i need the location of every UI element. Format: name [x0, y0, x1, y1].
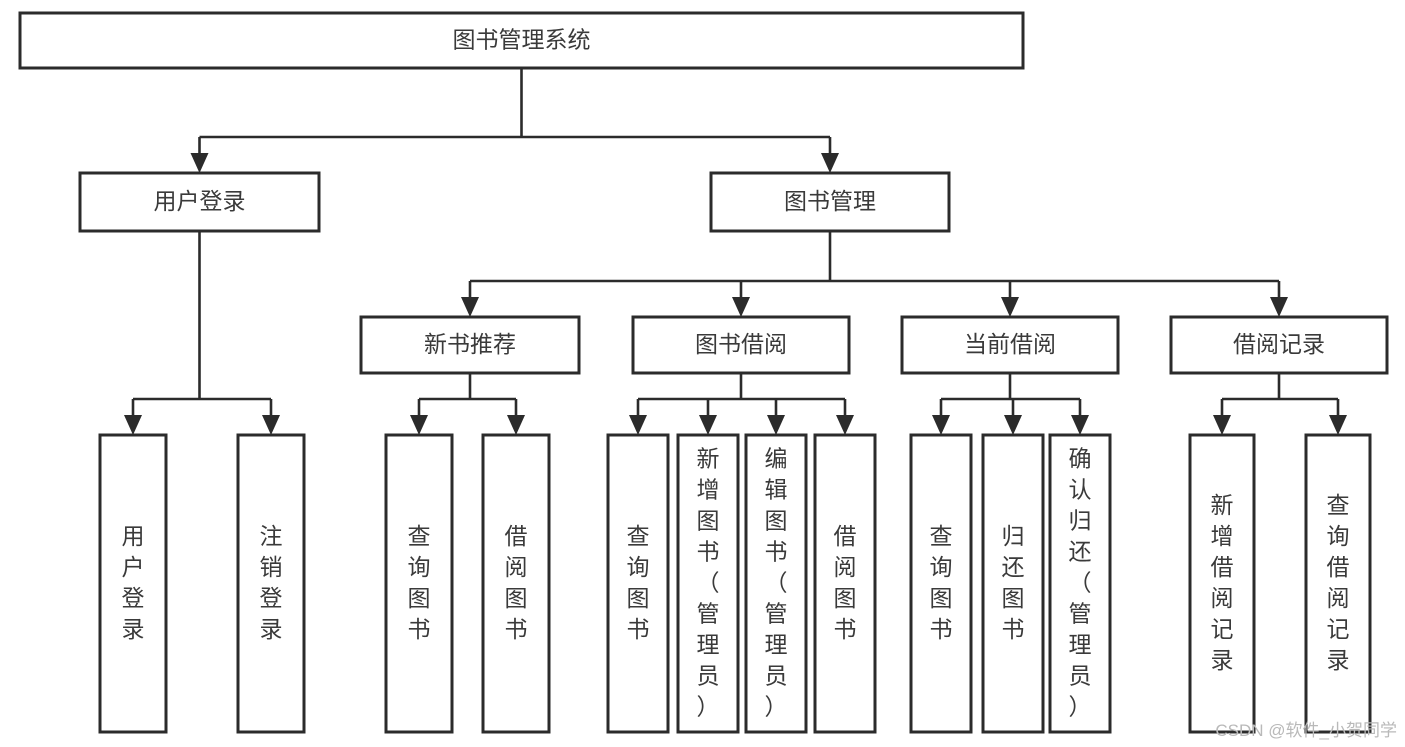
edge-group-user-login	[124, 231, 280, 435]
node-label-leaf-add-book: 新增图书（管理员）	[697, 446, 720, 720]
node-box-new-book-rec[interactable]	[359, 315, 581, 375]
node-label-leaf-query-book-1: 查询图书	[408, 523, 431, 642]
node-label-leaf-borrow-book-1: 借阅图书	[505, 523, 528, 642]
arrow-head-icon	[767, 415, 785, 435]
arrow-head-icon	[1270, 297, 1288, 317]
node-leaf-add-book[interactable]: 新增图书（管理员）	[676, 433, 740, 734]
edge-group-current-borrow	[932, 373, 1089, 435]
node-leaf-add-record[interactable]: 新增借阅记录	[1188, 433, 1256, 734]
node-box-root[interactable]	[18, 11, 1025, 70]
node-borrow-record[interactable]: 借阅记录	[1169, 315, 1389, 375]
node-label-leaf-add-record: 新增借阅记录	[1211, 492, 1234, 673]
node-label-leaf-edit-book: 编辑图书（管理员）	[765, 446, 788, 720]
node-box-leaf-query-book-3[interactable]	[909, 433, 973, 734]
node-book-borrow[interactable]: 图书借阅	[631, 315, 851, 375]
node-box-user-login[interactable]	[78, 171, 321, 233]
node-leaf-query-book-1[interactable]: 查询图书	[384, 433, 454, 734]
node-label-borrow-record: 借阅记录	[1233, 331, 1325, 357]
node-label-new-book-rec: 新书推荐	[424, 331, 516, 357]
node-label-leaf-logout: 注销登录	[260, 523, 283, 642]
node-box-current-borrow[interactable]	[900, 315, 1120, 375]
arrow-head-icon	[699, 415, 717, 435]
arrow-head-icon	[1004, 415, 1022, 435]
arrow-head-icon	[1071, 415, 1089, 435]
arrow-head-icon	[410, 415, 428, 435]
edge-group-borrow-record	[1213, 373, 1347, 435]
node-label-leaf-borrow-book-2: 借阅图书	[834, 523, 857, 642]
node-box-leaf-borrow-book-1[interactable]	[481, 433, 551, 734]
node-box-borrow-record[interactable]	[1169, 315, 1389, 375]
node-new-book-rec[interactable]: 新书推荐	[359, 315, 581, 375]
node-box-book-manage[interactable]	[709, 171, 951, 233]
node-box-leaf-return-book[interactable]	[981, 433, 1045, 734]
connector-layer	[124, 68, 1347, 435]
node-box-leaf-add-book[interactable]	[676, 433, 740, 734]
arrow-head-icon	[461, 297, 479, 317]
node-leaf-query-book-2[interactable]: 查询图书	[606, 433, 670, 734]
node-label-leaf-query-book-3: 查询图书	[930, 523, 953, 642]
node-label-book-manage: 图书管理	[784, 188, 876, 214]
arrow-head-icon	[836, 415, 854, 435]
node-leaf-borrow-book-2[interactable]: 借阅图书	[813, 433, 877, 734]
node-box-leaf-borrow-book-2[interactable]	[813, 433, 877, 734]
node-leaf-logout[interactable]: 注销登录	[236, 433, 306, 734]
arrow-head-icon	[124, 415, 142, 435]
edge-group-book-manage	[461, 231, 1288, 317]
node-leaf-confirm-return[interactable]: 确认归还（管理员）	[1048, 433, 1112, 734]
edge-group-new-book-rec	[410, 373, 525, 435]
arrow-head-icon	[821, 153, 839, 173]
node-label-book-borrow: 图书借阅	[695, 331, 787, 357]
node-box-leaf-logout[interactable]	[236, 433, 306, 734]
watermark-label: CSDN @软件_小贺同学	[1215, 721, 1397, 740]
node-label-leaf-query-record: 查询借阅记录	[1327, 492, 1350, 673]
arrow-head-icon	[190, 153, 209, 173]
node-box-leaf-user-login[interactable]	[98, 433, 168, 734]
arrow-head-icon	[262, 415, 280, 435]
node-label-leaf-return-book: 归还图书	[1002, 523, 1025, 642]
node-label-leaf-confirm-return: 确认归还（管理员）	[1069, 446, 1092, 720]
node-label-root: 图书管理系统	[453, 27, 591, 53]
node-leaf-return-book[interactable]: 归还图书	[981, 433, 1045, 734]
node-box-leaf-query-record[interactable]	[1304, 433, 1372, 734]
node-label-leaf-user-login: 用户登录	[122, 523, 145, 642]
edge-group-root	[190, 68, 839, 173]
node-label-user-login: 用户登录	[154, 188, 246, 214]
node-leaf-edit-book[interactable]: 编辑图书（管理员）	[744, 433, 808, 734]
arrow-head-icon	[732, 297, 750, 317]
node-leaf-borrow-book-1[interactable]: 借阅图书	[481, 433, 551, 734]
node-box-leaf-confirm-return[interactable]	[1048, 433, 1112, 734]
node-book-manage[interactable]: 图书管理	[709, 171, 951, 233]
arrow-head-icon	[932, 415, 950, 435]
node-user-login[interactable]: 用户登录	[78, 171, 321, 233]
arrow-head-icon	[507, 415, 525, 435]
node-layer: 图书管理系统用户登录图书管理新书推荐图书借阅当前借阅借阅记录用户登录注销登录查询…	[18, 11, 1389, 734]
node-leaf-user-login[interactable]: 用户登录	[98, 433, 168, 734]
node-label-leaf-query-book-2: 查询图书	[627, 523, 650, 642]
node-leaf-query-record[interactable]: 查询借阅记录	[1304, 433, 1372, 734]
arrow-head-icon	[1329, 415, 1347, 435]
node-box-leaf-query-book-1[interactable]	[384, 433, 454, 734]
arrow-head-icon	[629, 415, 647, 435]
node-leaf-query-book-3[interactable]: 查询图书	[909, 433, 973, 734]
arrow-head-icon	[1213, 415, 1231, 435]
node-box-leaf-edit-book[interactable]	[744, 433, 808, 734]
node-current-borrow[interactable]: 当前借阅	[900, 315, 1120, 375]
node-box-leaf-query-book-2[interactable]	[606, 433, 670, 734]
node-root[interactable]: 图书管理系统	[18, 11, 1025, 70]
node-box-leaf-add-record[interactable]	[1188, 433, 1256, 734]
arrow-head-icon	[1001, 297, 1019, 317]
node-box-book-borrow[interactable]	[631, 315, 851, 375]
edge-group-book-borrow	[629, 373, 854, 435]
node-label-current-borrow: 当前借阅	[964, 331, 1056, 357]
